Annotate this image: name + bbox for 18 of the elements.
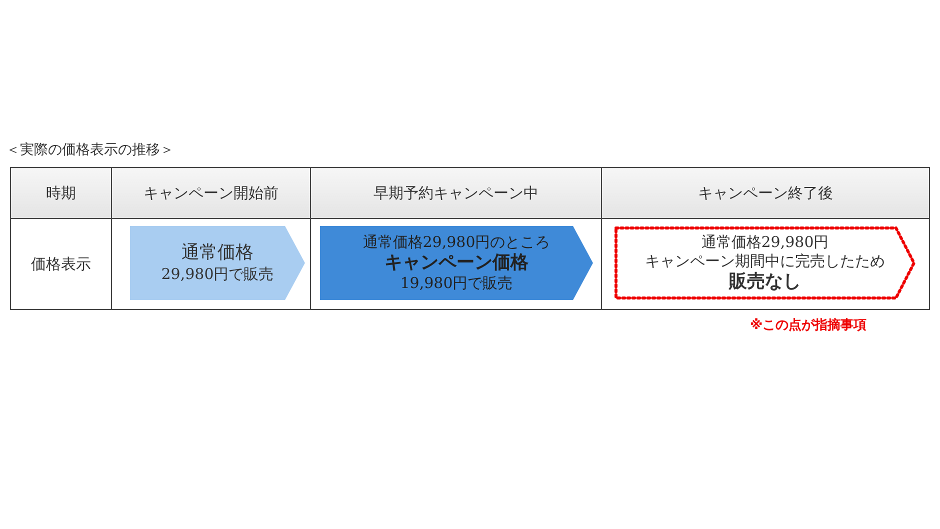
node-text: 29,980円で販売 <box>161 264 274 284</box>
column-header: キャンペーン終了後 <box>698 184 833 202</box>
row-header: 価格表示 <box>31 254 91 272</box>
node-text: 19,980円で販売 <box>400 274 513 293</box>
column-header: 時期 <box>46 184 76 202</box>
node-text: キャンペーン期間中に完売したため <box>645 252 885 270</box>
node-text: 通常価格29,980円のところ <box>362 233 550 252</box>
note-text: ※この点が指摘事項 <box>750 316 867 334</box>
node-text: 通常価格 <box>182 242 254 265</box>
column-header: 早期予約キャンペーン中 <box>374 184 538 202</box>
node-text: 販売なし <box>729 270 801 293</box>
chevron-box <box>130 226 305 300</box>
chevron-box <box>320 226 593 300</box>
diagram-title: ＜実際の価格表示の推移＞ <box>6 141 174 159</box>
column-header: キャンペーン開始前 <box>144 184 278 202</box>
node-text: キャンペーン価格 <box>384 252 528 274</box>
chevron-box <box>614 226 916 300</box>
node-text: 通常価格29,980円 <box>701 233 829 252</box>
